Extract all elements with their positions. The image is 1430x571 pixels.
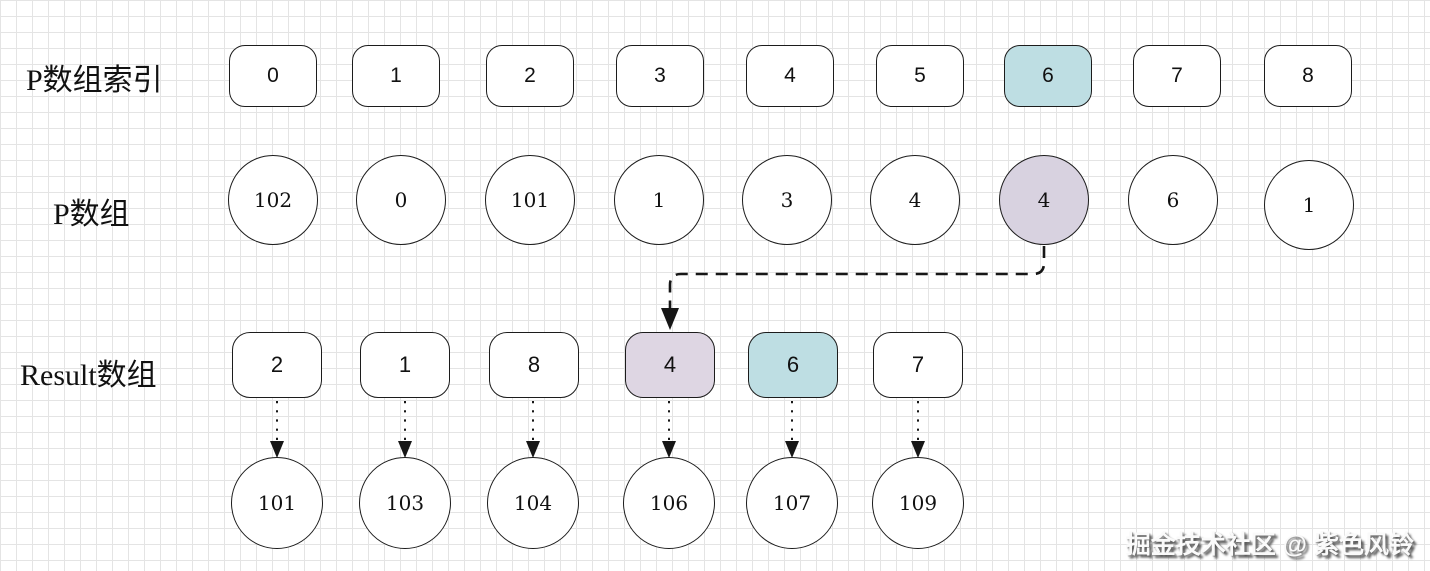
result-box-2: 8 [489,332,579,398]
p-index-box-1: 1 [352,45,440,107]
result-value-circle-3: 106 [623,457,715,549]
result-box-3-highlighted: 4 [625,332,715,398]
result-box-1: 1 [360,332,450,398]
p-index-box-7: 7 [1133,45,1221,107]
p-array-circle-7: 6 [1128,155,1218,245]
dotted-arrow-2 [526,401,540,458]
result-value-circle-1: 103 [359,457,451,549]
p-array-row-label: P数组 [53,198,130,231]
dotted-arrowhead-icon [662,441,676,458]
p-index-box-0: 0 [229,45,317,107]
dotted-arrow-4 [785,401,799,458]
p-index-row-label: P数组索引 [26,64,163,97]
p-array-circle-3: 1 [614,155,704,245]
p-index-box-4: 4 [746,45,834,107]
result-value-circle-2: 104 [487,457,579,549]
dotted-arrowhead-icon [526,441,540,458]
dotted-arrow-0 [270,401,284,458]
p-array-circle-1: 0 [356,155,446,245]
result-value-circle-0: 101 [231,457,323,549]
dashed-arrowhead-icon [661,308,679,330]
dotted-arrowhead-icon [270,441,284,458]
p-array-circle-6-highlighted: 4 [999,155,1089,245]
p-array-circle-8: 1 [1264,160,1354,250]
result-row-label: Result数组 [20,359,157,392]
result-box-5: 7 [873,332,963,398]
dotted-arrow-5 [911,401,925,458]
dotted-arrowhead-icon [785,441,799,458]
p-index-box-6-highlighted: 6 [1004,45,1092,107]
watermark: 掘金技术社区 @ 紫色风铃 [1125,531,1414,559]
dotted-arrow-1 [398,401,412,458]
p-index-box-2: 2 [486,45,574,107]
p-array-circle-4: 3 [742,155,832,245]
dashed-connector-arrow [661,246,1046,330]
result-value-circle-5: 109 [872,457,964,549]
p-array-circle-5: 4 [870,155,960,245]
dotted-arrowhead-icon [398,441,412,458]
dotted-arrowhead-icon [911,441,925,458]
result-box-4-highlighted: 6 [748,332,838,398]
p-index-box-8: 8 [1264,45,1352,107]
dotted-arrow-3 [662,401,676,458]
p-index-box-5: 5 [876,45,964,107]
result-box-0: 2 [232,332,322,398]
p-array-circle-2: 101 [485,155,575,245]
p-array-circle-0: 102 [228,155,318,245]
result-value-circle-4: 107 [746,457,838,549]
p-index-box-3: 3 [616,45,704,107]
